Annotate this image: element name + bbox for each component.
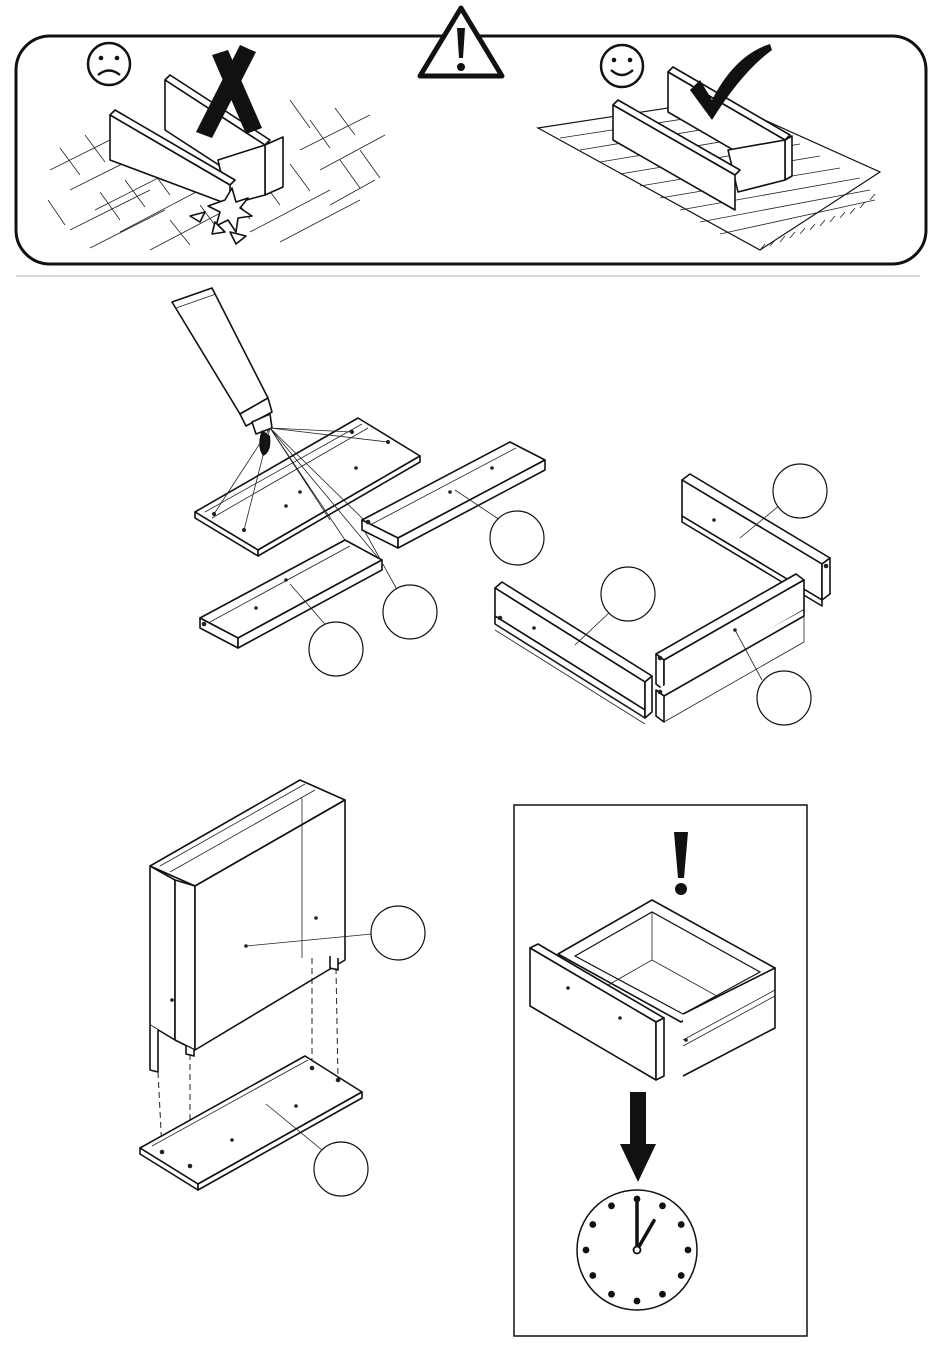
sad-face-icon [88, 43, 130, 85]
clock-center [634, 1247, 641, 1254]
clock-hour-marker [685, 1247, 692, 1254]
happy-face-icon [601, 45, 643, 87]
clock-hour-marker [659, 1202, 666, 1209]
callout-c8 [314, 1142, 368, 1196]
clock-hour-marker [659, 1291, 666, 1298]
clock-hour-marker [583, 1247, 590, 1254]
clock-hour-marker [589, 1221, 596, 1228]
callout-c2 [383, 585, 437, 639]
standing-frame [150, 780, 345, 1072]
clock-hour-marker [678, 1272, 685, 1279]
clock-hour-marker [608, 1291, 615, 1298]
drying-time-panel [514, 805, 807, 1336]
clock-hour-marker [678, 1221, 685, 1228]
clock-icon [577, 1190, 697, 1310]
callout-c3 [309, 622, 363, 676]
callout-c7 [371, 906, 425, 960]
callout-c5 [601, 567, 655, 621]
panel-attach-step [140, 780, 372, 1190]
glue-tube-icon [172, 288, 272, 456]
glue-step [172, 288, 545, 648]
callout-c6 [757, 671, 811, 725]
clock-hour-marker [589, 1272, 596, 1279]
clock-hour-marker [608, 1202, 615, 1209]
callout-c4 [773, 464, 827, 518]
warning-panel [16, 8, 926, 264]
clock-hour-marker [634, 1298, 641, 1305]
callout-c1 [490, 511, 544, 565]
